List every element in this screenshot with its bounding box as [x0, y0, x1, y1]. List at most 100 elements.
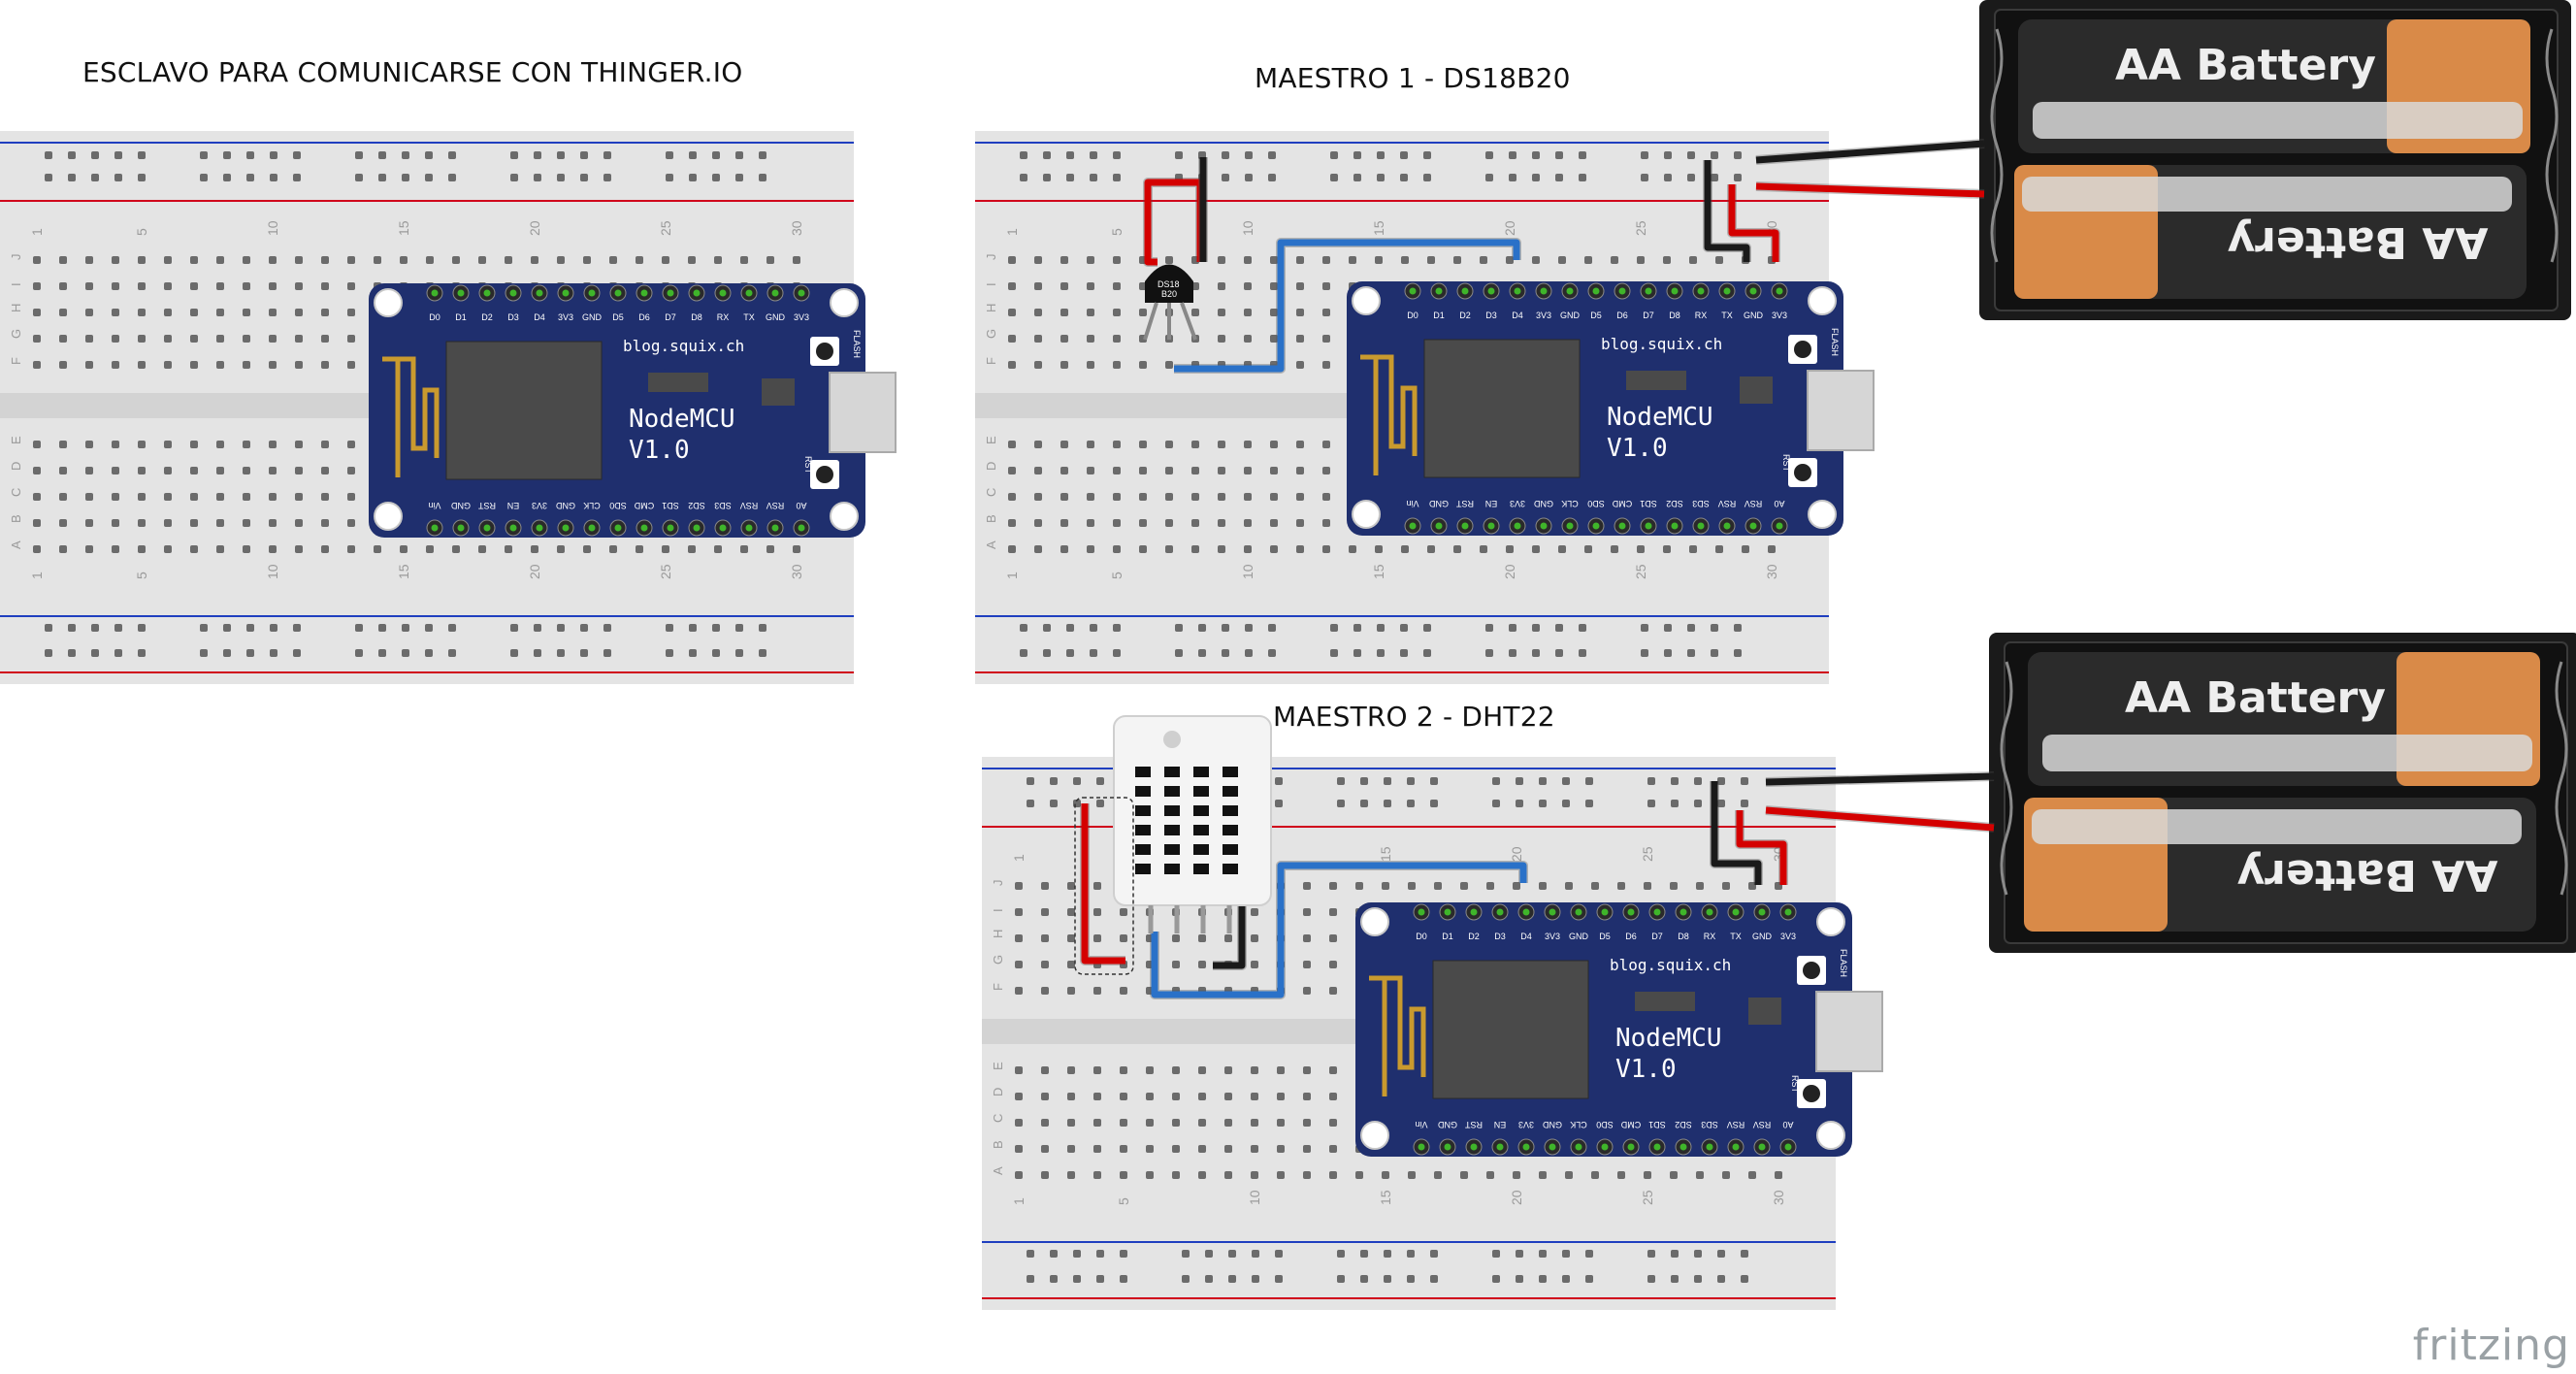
spring-icon [2545, 28, 2559, 263]
rail-hole [223, 174, 231, 181]
terminal-hole [1139, 309, 1147, 316]
terminal-hole [1015, 934, 1023, 942]
terminal-hole [1034, 309, 1042, 316]
pin-label: GND [451, 501, 472, 510]
rail-hole [1252, 1250, 1259, 1258]
terminal-hole [426, 256, 434, 264]
pin-label: EN [1485, 499, 1498, 508]
terminal-hole [321, 441, 329, 448]
row-letter: A [991, 1166, 1005, 1175]
terminal-hole [1087, 282, 1094, 290]
rail-hole [1275, 1250, 1283, 1258]
row-letter: D [984, 462, 998, 471]
header-pin-hole [1549, 908, 1556, 916]
terminal-hole [1113, 519, 1121, 527]
rail-hole [68, 649, 76, 657]
terminal-hole [1041, 934, 1049, 942]
terminal-hole [1670, 882, 1678, 890]
pin-label: CMD [1612, 499, 1632, 508]
rail-hole [1579, 174, 1586, 181]
terminal-hole [1120, 908, 1127, 916]
rail-hole [1671, 800, 1679, 807]
nodemcu-board: FLASHRSTblog.squix.chNodeMCUV1.0D0VinD1G… [1347, 281, 1875, 536]
terminal-hole [1146, 1119, 1154, 1127]
header-pin-hole [483, 524, 491, 532]
column-number: 15 [396, 564, 411, 579]
terminal-hole [1060, 441, 1068, 448]
terminal-hole [347, 309, 355, 316]
row-letter: C [991, 1114, 1005, 1123]
rail-hole [1641, 151, 1648, 159]
terminal-hole [321, 309, 329, 316]
header-pin-hole [1679, 1143, 1687, 1151]
flash-button-cap [1803, 962, 1820, 979]
terminal-hole [740, 545, 748, 553]
header-pin-hole [798, 524, 805, 532]
terminal-hole [1034, 545, 1042, 553]
terminal-hole [1093, 1066, 1101, 1074]
rail-hole [1090, 174, 1097, 181]
rail-hole [270, 174, 277, 181]
pin-label: D4 [534, 312, 545, 322]
terminal-hole [164, 309, 172, 316]
rail-hole [1050, 1250, 1058, 1258]
rail-hole [114, 174, 122, 181]
terminal-hole [1172, 1093, 1180, 1100]
rail-hole [1539, 777, 1547, 785]
rail-hole [1711, 624, 1718, 632]
rail-hole [1252, 777, 1259, 785]
rail-hole [1664, 151, 1672, 159]
terminal-hole [1689, 256, 1697, 264]
mounting-hole [374, 502, 403, 531]
terminal-hole [1146, 1171, 1154, 1179]
rail-hole [448, 151, 456, 159]
rail-hole [223, 624, 231, 632]
rail-hole [1423, 174, 1431, 181]
mounting-hole [830, 502, 859, 531]
terminal-hole [1663, 545, 1671, 553]
breadboard-master-2: JIHGFEDCBA115510101515202025253030FLASHR… [982, 757, 1883, 1310]
terminal-hole [243, 335, 250, 343]
column-number: 5 [1116, 1197, 1131, 1205]
terminal-hole [138, 545, 146, 553]
terminal-hole [1165, 309, 1173, 316]
terminal-hole [1120, 1066, 1127, 1074]
row-letter: H [984, 304, 998, 312]
rail-hole [557, 174, 565, 181]
header-pin-hole [1470, 1143, 1478, 1151]
rail-hole [138, 151, 146, 159]
terminal-hole [1218, 519, 1225, 527]
terminal-hole [1139, 493, 1147, 501]
rail-hole [1073, 1275, 1081, 1283]
terminal-hole [295, 467, 303, 474]
terminal-hole [426, 545, 434, 553]
terminal-hole [243, 282, 250, 290]
rail-hole [1641, 624, 1648, 632]
rail-hole [1384, 800, 1391, 807]
rail-hole [1330, 151, 1338, 159]
rail-hole [1647, 800, 1655, 807]
terminal-hole [1277, 882, 1285, 890]
rail-hole [1066, 624, 1074, 632]
header-pin-hole [1776, 287, 1783, 295]
column-number: 20 [527, 564, 542, 579]
pin-label: D1 [1442, 932, 1453, 941]
terminal-hole [1093, 1145, 1101, 1153]
terminal-hole [33, 467, 41, 474]
rail-hole [1090, 649, 1097, 657]
pin-label: RSV [1745, 499, 1763, 508]
terminal-hole [1093, 1093, 1101, 1100]
rail-hole [1539, 1275, 1547, 1283]
rail-hole [293, 151, 301, 159]
column-number: 20 [1509, 1190, 1524, 1205]
terminal-hole [1172, 1066, 1180, 1074]
rail-hole [1275, 777, 1283, 785]
rail-hole [759, 624, 766, 632]
terminal-hole [164, 335, 172, 343]
terminal-hole [190, 519, 198, 527]
terminal-hole [1584, 256, 1592, 264]
rail-hole [355, 174, 363, 181]
terminal-hole [112, 441, 119, 448]
pin-label: GND [1569, 932, 1589, 941]
terminal-hole [1617, 1171, 1625, 1179]
